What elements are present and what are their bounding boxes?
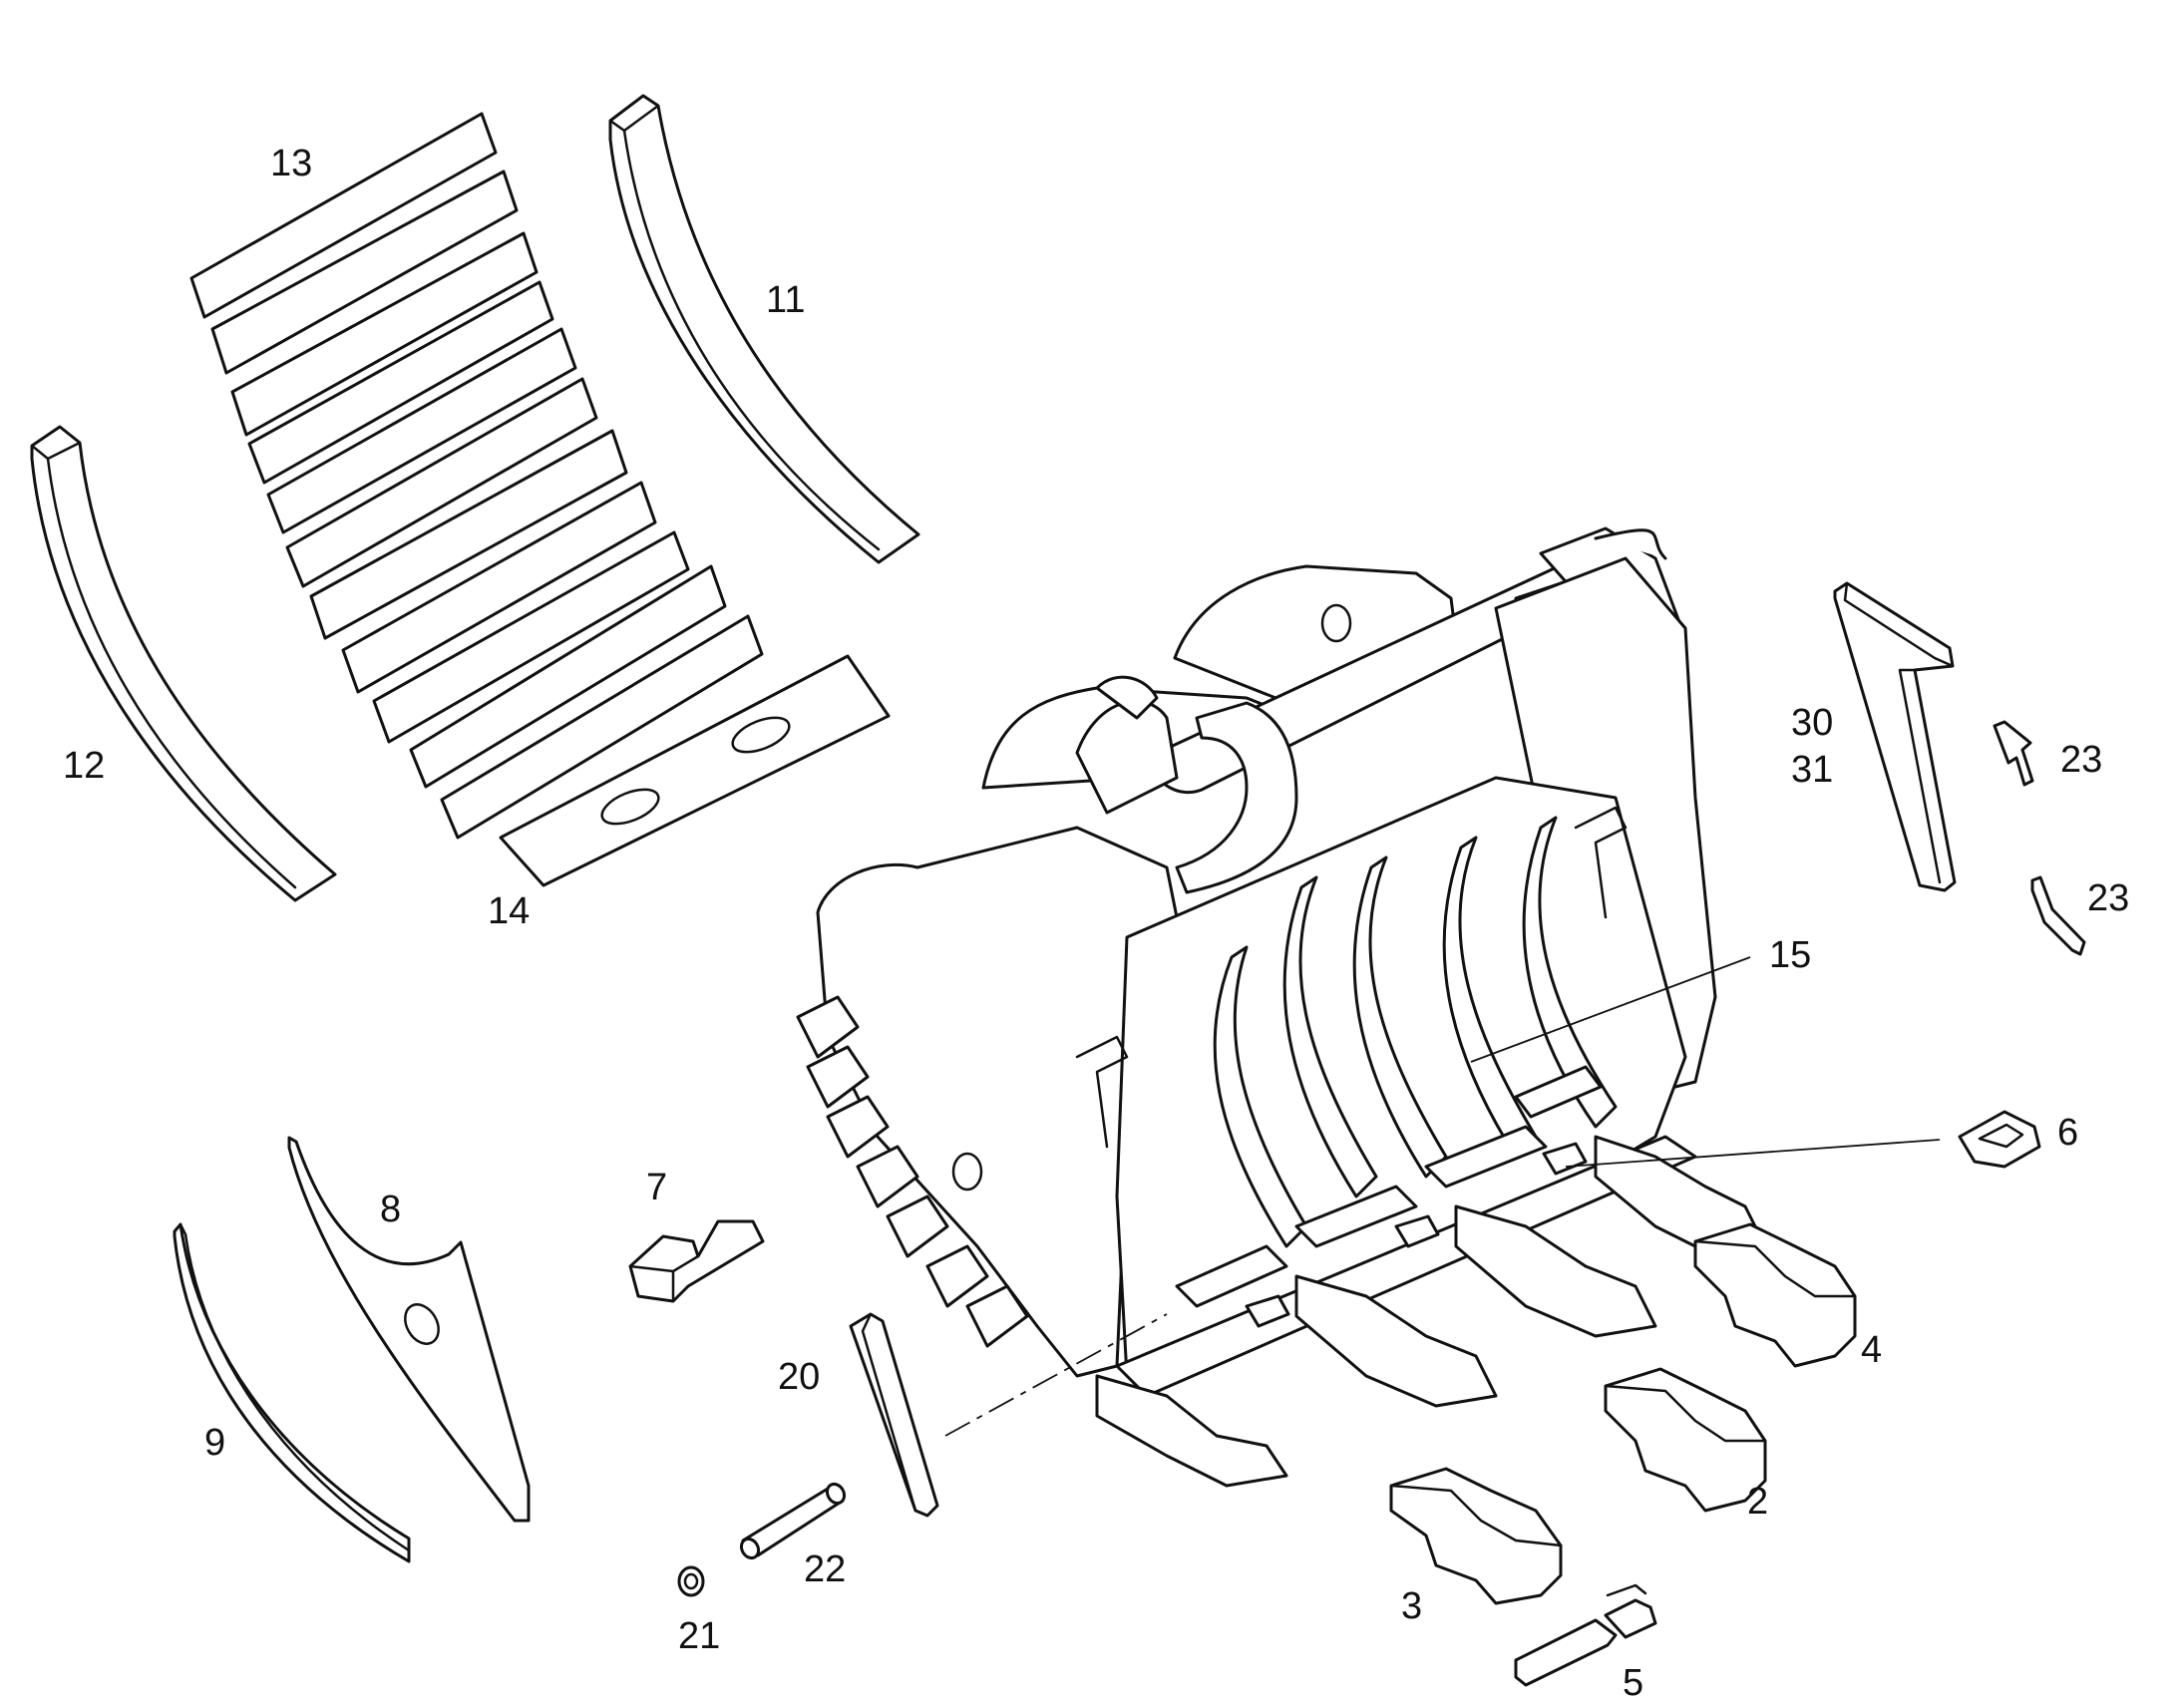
side-plate-9 bbox=[173, 1222, 411, 1563]
label-31: 31 bbox=[1791, 749, 1833, 791]
block-7 bbox=[628, 1219, 765, 1303]
retainer-6 bbox=[1958, 1110, 2041, 1169]
label-8: 8 bbox=[380, 1189, 401, 1230]
washer-21 bbox=[677, 1565, 705, 1597]
label-15: 15 bbox=[1769, 934, 1811, 976]
label-14: 14 bbox=[488, 890, 530, 932]
side-strip-11 bbox=[608, 94, 920, 564]
label-5: 5 bbox=[1623, 1662, 1643, 1704]
label-11: 11 bbox=[766, 279, 805, 321]
tooth-4 bbox=[1693, 1222, 1857, 1368]
side-plate-8 bbox=[287, 1136, 531, 1523]
side-strip-12 bbox=[30, 425, 337, 902]
tooth-2 bbox=[1604, 1367, 1767, 1513]
wear-piece-30-31 bbox=[1833, 581, 1957, 892]
label-13: 13 bbox=[270, 143, 312, 184]
lock-5 bbox=[1514, 1583, 1657, 1687]
bucket-body-15 bbox=[796, 526, 1767, 1488]
label-12: 12 bbox=[63, 745, 105, 787]
label-3: 3 bbox=[1401, 1585, 1422, 1627]
label-2: 2 bbox=[1747, 1481, 1768, 1523]
label-20: 20 bbox=[778, 1356, 820, 1398]
label-4: 4 bbox=[1861, 1329, 1882, 1371]
label-21: 21 bbox=[678, 1615, 720, 1657]
label-6: 6 bbox=[2057, 1112, 2078, 1154]
label-23b: 23 bbox=[2087, 877, 2129, 919]
label-23a: 23 bbox=[2060, 739, 2102, 781]
label-7: 7 bbox=[646, 1167, 667, 1208]
pin-plate-20 bbox=[849, 1312, 939, 1518]
label-22: 22 bbox=[804, 1548, 846, 1590]
wear-strips-13 bbox=[189, 112, 891, 887]
leader-lines bbox=[944, 956, 1941, 1437]
tooth-3 bbox=[1389, 1467, 1563, 1605]
label-30: 30 bbox=[1791, 702, 1833, 744]
bracket-23a bbox=[1993, 720, 2034, 787]
label-9: 9 bbox=[204, 1422, 225, 1464]
bracket-23b bbox=[2030, 875, 2086, 956]
pin-22 bbox=[739, 1482, 847, 1560]
part-labels: 13 11 12 14 30 31 23 23 15 6 7 8 4 20 9 … bbox=[63, 143, 2129, 1704]
